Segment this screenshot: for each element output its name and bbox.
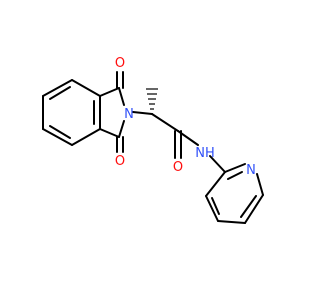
- oxygen-label-top: O: [115, 56, 125, 71]
- molecule-structure-diagram: O O N O NH N: [0, 0, 300, 300]
- bond: [205, 171, 226, 197]
- bond: [42, 128, 73, 146]
- molecule-svg: O O N O NH N: [0, 0, 300, 300]
- side-chain: [132, 88, 226, 173]
- bond: [217, 220, 246, 224]
- benzene-ring: [42, 79, 101, 146]
- bond: [177, 130, 199, 146]
- double-bond-inner: [49, 86, 71, 100]
- bond: [244, 194, 264, 224]
- nitrogen-label-pyridine: N: [246, 163, 256, 178]
- bond: [132, 111, 153, 115]
- bond: [224, 163, 246, 173]
- bond: [118, 87, 125, 106]
- double-bond-inner: [211, 197, 220, 215]
- oxygen-label-amide: O: [173, 160, 183, 175]
- bond: [151, 113, 179, 132]
- double-bond-inner: [227, 171, 243, 180]
- pyridine-ring: [205, 163, 264, 224]
- double-bond-inner: [49, 125, 71, 139]
- bond: [99, 87, 120, 97]
- bond: [118, 120, 125, 138]
- nitrogen-label-amide: NH: [195, 146, 215, 161]
- bond: [205, 195, 219, 222]
- double-bond-inner: [240, 195, 257, 218]
- bond: [71, 128, 101, 146]
- bond: [71, 79, 101, 97]
- oxygen-label-bottom: O: [115, 154, 125, 169]
- background: [0, 0, 300, 300]
- nitrogen-label-imide: N: [124, 107, 134, 122]
- bond: [99, 128, 120, 138]
- bond: [209, 155, 226, 173]
- imide-ring: [99, 71, 125, 153]
- bond: [42, 79, 73, 97]
- bond: [256, 173, 264, 196]
